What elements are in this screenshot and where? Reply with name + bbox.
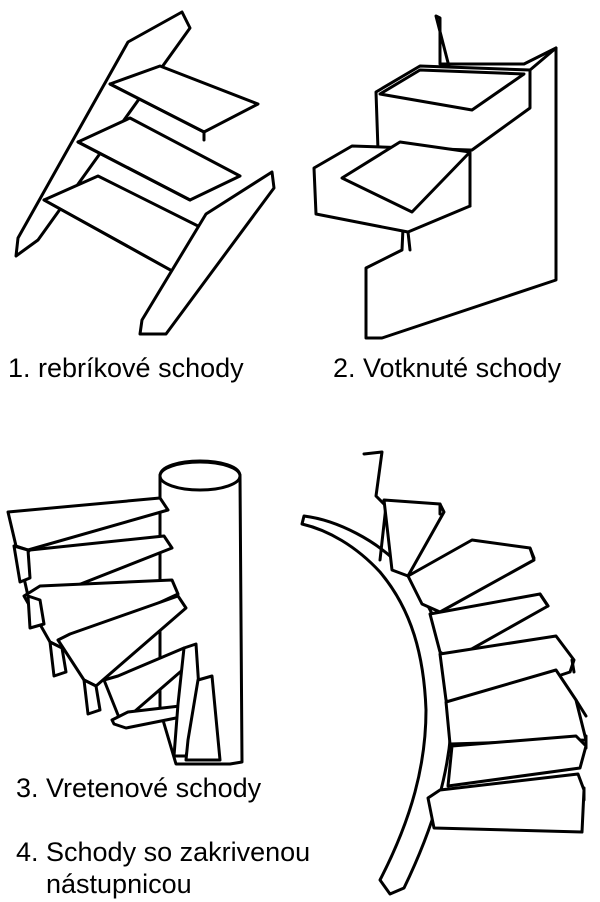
curved-nosings	[438, 502, 588, 802]
caption-cantilever-stairs: 2. Votknuté schody	[333, 353, 562, 383]
curved-step-4	[438, 634, 576, 712]
curved-step-6	[446, 734, 588, 788]
curved-step-3	[428, 592, 550, 662]
curved-step-2	[406, 538, 536, 614]
cantilever-details	[406, 46, 558, 252]
caption-ladder-stairs: 1. rebríkové schody	[8, 353, 244, 383]
spiral-riser-4	[82, 678, 102, 716]
caption-curved-stairs-line1: 4. Schody so zakrivenou	[16, 837, 311, 867]
spiral-riser-2	[26, 594, 46, 630]
curved-step-7	[426, 772, 586, 834]
curved-stringer-stairs-drawing	[300, 450, 588, 896]
spiral-step-low-2	[184, 674, 222, 762]
spiral-column-top	[158, 460, 242, 492]
spiral-step-1	[6, 496, 170, 552]
curved-step-1	[382, 498, 446, 578]
caption-curved-stairs-line2: nástupnicou	[46, 869, 192, 899]
caption-spiral-stairs: 3. Vretenové schody	[16, 773, 262, 803]
curved-newel-post	[362, 450, 388, 562]
spiral-riser-1	[12, 544, 32, 584]
curved-step-5	[444, 668, 588, 746]
spiral-riser-3	[48, 640, 68, 678]
spiral-stairs-drawing	[6, 459, 244, 766]
ladder-front-stringer	[138, 170, 276, 336]
ladder-tread-edges	[42, 82, 206, 274]
cantilever-step-upper-top	[378, 68, 526, 112]
cantilever-stairs-drawing	[312, 14, 558, 340]
ladder-stairs-drawing	[14, 10, 276, 336]
